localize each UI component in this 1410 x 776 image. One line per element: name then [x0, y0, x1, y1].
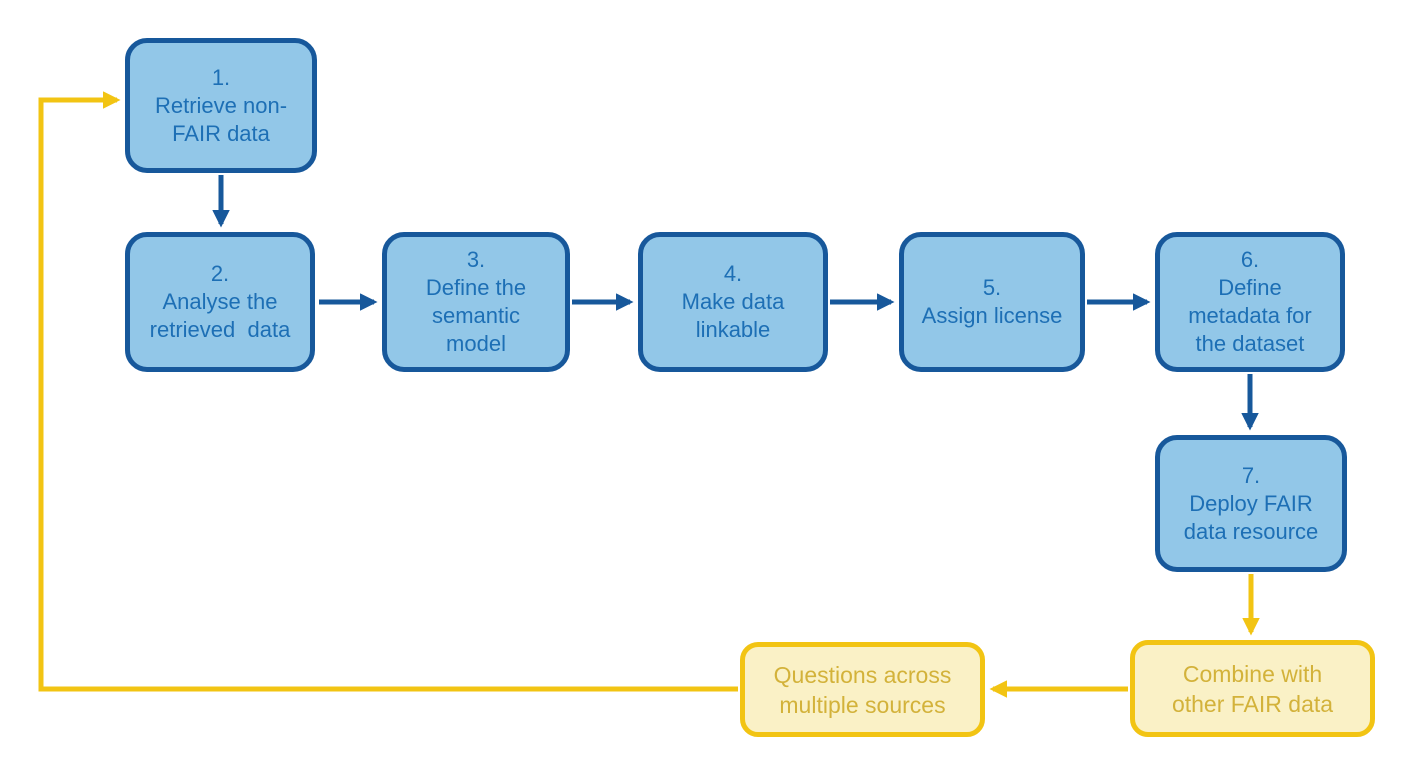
step-4-box: 4. Make data linkable — [638, 232, 828, 372]
step-7-box: 7. Deploy FAIR data resource — [1155, 435, 1347, 572]
step-2-label: Analyse the retrieved data — [149, 289, 291, 342]
step-5-label: Assign license — [921, 303, 1063, 328]
step-1-label: Retrieve non- FAIR data — [154, 92, 288, 146]
questions-box: Questions across multiple sources — [740, 642, 985, 737]
step-6-number: 6. — [1240, 247, 1260, 272]
step-6-box: 6. Define metadata for the dataset — [1155, 232, 1345, 372]
step-4-number: 4. — [723, 261, 743, 286]
step-3-box: 3. Define the semantic model — [382, 232, 570, 372]
step-2-box: 2. Analyse the retrieved data — [125, 232, 315, 372]
combine-label: Combine with other FAIR data — [1171, 660, 1334, 717]
combine-box: Combine with other FAIR data — [1130, 640, 1375, 737]
step-3-number: 3. — [466, 247, 486, 272]
step-1-number: 1. — [211, 64, 231, 90]
step-5-box: 5. Assign license — [899, 232, 1085, 372]
step-1-box: 1. Retrieve non- FAIR data — [125, 38, 317, 173]
arrow-questions-to-step1-loop — [38, 91, 738, 692]
step-3-label: Define the semantic model — [425, 275, 527, 356]
step-5-number: 5. — [982, 275, 1002, 300]
step-6-label: Define metadata for the dataset — [1188, 275, 1312, 356]
step-7-label: Deploy FAIR data resource — [1183, 490, 1319, 544]
step-4-label: Make data linkable — [681, 289, 785, 342]
step-2-number: 2. — [210, 261, 230, 286]
step-7-number: 7. — [1241, 462, 1261, 488]
questions-label: Questions across multiple sources — [773, 661, 952, 718]
